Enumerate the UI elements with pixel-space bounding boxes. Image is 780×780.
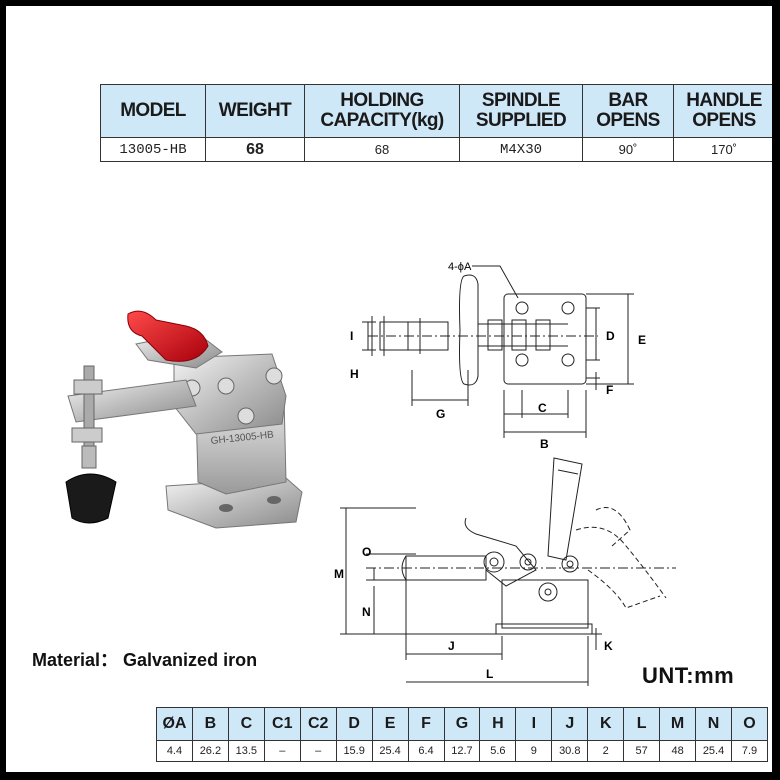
dimension-value-cell: 13.5 <box>227 740 265 762</box>
dimension-header-cell: H <box>479 707 517 741</box>
dimension-value-cell: 7.9 <box>731 740 768 762</box>
dimension-value-cell: 12.7 <box>443 740 481 762</box>
label-g: G <box>436 407 445 421</box>
label-m: M <box>334 567 344 581</box>
spec-model-value: 13005-HB <box>100 137 206 162</box>
spec-header-spindle: SPINDLE SUPPLIED <box>459 84 583 138</box>
dimension-header-cell: J <box>551 707 589 741</box>
label-4-phi-a: 4-ϕA <box>448 261 472 273</box>
dimension-header-cell: N <box>695 707 732 741</box>
dimension-value-cell: 2 <box>587 740 625 762</box>
handle-grip-icon <box>127 310 209 362</box>
dimension-value-cell: 25.4 <box>695 740 732 762</box>
label-i: I <box>350 329 353 343</box>
spec-header-holding-capacity: HOLDING CAPACITY(kg) <box>304 84 460 138</box>
label-n: N <box>362 605 371 619</box>
dimension-value-cell: 26.2 <box>191 740 229 762</box>
dimension-value-cell: 57 <box>623 740 661 762</box>
spec-weight-value: 68 <box>205 137 305 162</box>
dimension-header-cell: F <box>407 707 445 741</box>
label-c: C <box>538 401 547 415</box>
material-label: Material： Galvanized iron <box>32 650 258 670</box>
spec-spindle-value: M4X30 <box>459 137 583 162</box>
label-j: J <box>448 639 455 653</box>
product-sheet: MODEL WEIGHT HOLDING CAPACITY(kg) SPINDL… <box>6 6 772 772</box>
spec-header-model: MODEL <box>100 84 206 138</box>
dimension-header-cell: E <box>371 707 409 741</box>
label-l: L <box>486 667 493 681</box>
dimension-header-cell: ØA <box>156 707 193 741</box>
label-k: K <box>604 639 613 653</box>
dimension-header-cell: D <box>335 707 373 741</box>
dimension-value-cell: 5.6 <box>479 740 517 762</box>
spec-capacity-value: 68 <box>304 137 460 162</box>
spec-value-row: 13005-HB 68 68 M4X30 90˚ 170˚ <box>100 137 772 162</box>
dimension-value-cell: 30.8 <box>551 740 589 762</box>
label-b: B <box>540 437 549 450</box>
label-e: E <box>638 333 646 347</box>
spec-header-weight: WEIGHT <box>205 84 305 138</box>
top-view-drawing: 4-ϕA I H G C B D E F <box>350 261 646 450</box>
dimension-value-cell: 15.9 <box>335 740 373 762</box>
rubber-tip-icon <box>65 473 117 524</box>
label-h: H <box>350 367 359 381</box>
spec-header-row: MODEL WEIGHT HOLDING CAPACITY(kg) SPINDL… <box>100 84 772 138</box>
unit-label: UNT:mm <box>642 663 735 688</box>
dimension-header-cell: I <box>515 707 553 741</box>
dimension-header-cell: O <box>731 707 768 741</box>
dimension-header-cell: M <box>659 707 697 741</box>
spec-header-handle-opens: HANDLE OPENS <box>673 84 772 138</box>
dimension-value-cell: 9 <box>515 740 553 762</box>
dimension-header-cell: B <box>191 707 229 741</box>
dimension-value-cell: 4.4 <box>156 740 193 762</box>
dimension-header-cell: C2 <box>299 707 337 741</box>
spec-handle-opens-value: 170˚ <box>673 137 772 162</box>
dimension-value-cell: 6.4 <box>407 740 445 762</box>
spec-table: MODEL WEIGHT HOLDING CAPACITY(kg) SPINDL… <box>100 84 772 162</box>
side-view-drawing: M N O J K L <box>334 457 676 686</box>
dimension-header-cell: L <box>623 707 661 741</box>
label-o: O <box>362 545 371 559</box>
toggle-clamp-photo: GH-13005-HB <box>65 310 303 529</box>
dimension-value-cell: 25.4 <box>371 740 409 762</box>
label-f: F <box>606 383 613 397</box>
dimension-header-cell: G <box>443 707 481 741</box>
dimension-value-cell: 48 <box>659 740 697 762</box>
dimension-value-cell: – <box>299 740 337 762</box>
spec-header-bar-opens: BAR OPENS <box>582 84 674 138</box>
dimension-header-cell: K <box>587 707 625 741</box>
dimension-header-cell: C1 <box>263 707 301 741</box>
dimension-value-cell: – <box>263 740 301 762</box>
dimension-header-cell: C <box>227 707 265 741</box>
label-d: D <box>606 329 615 343</box>
spec-bar-opens-value: 90˚ <box>582 137 674 162</box>
